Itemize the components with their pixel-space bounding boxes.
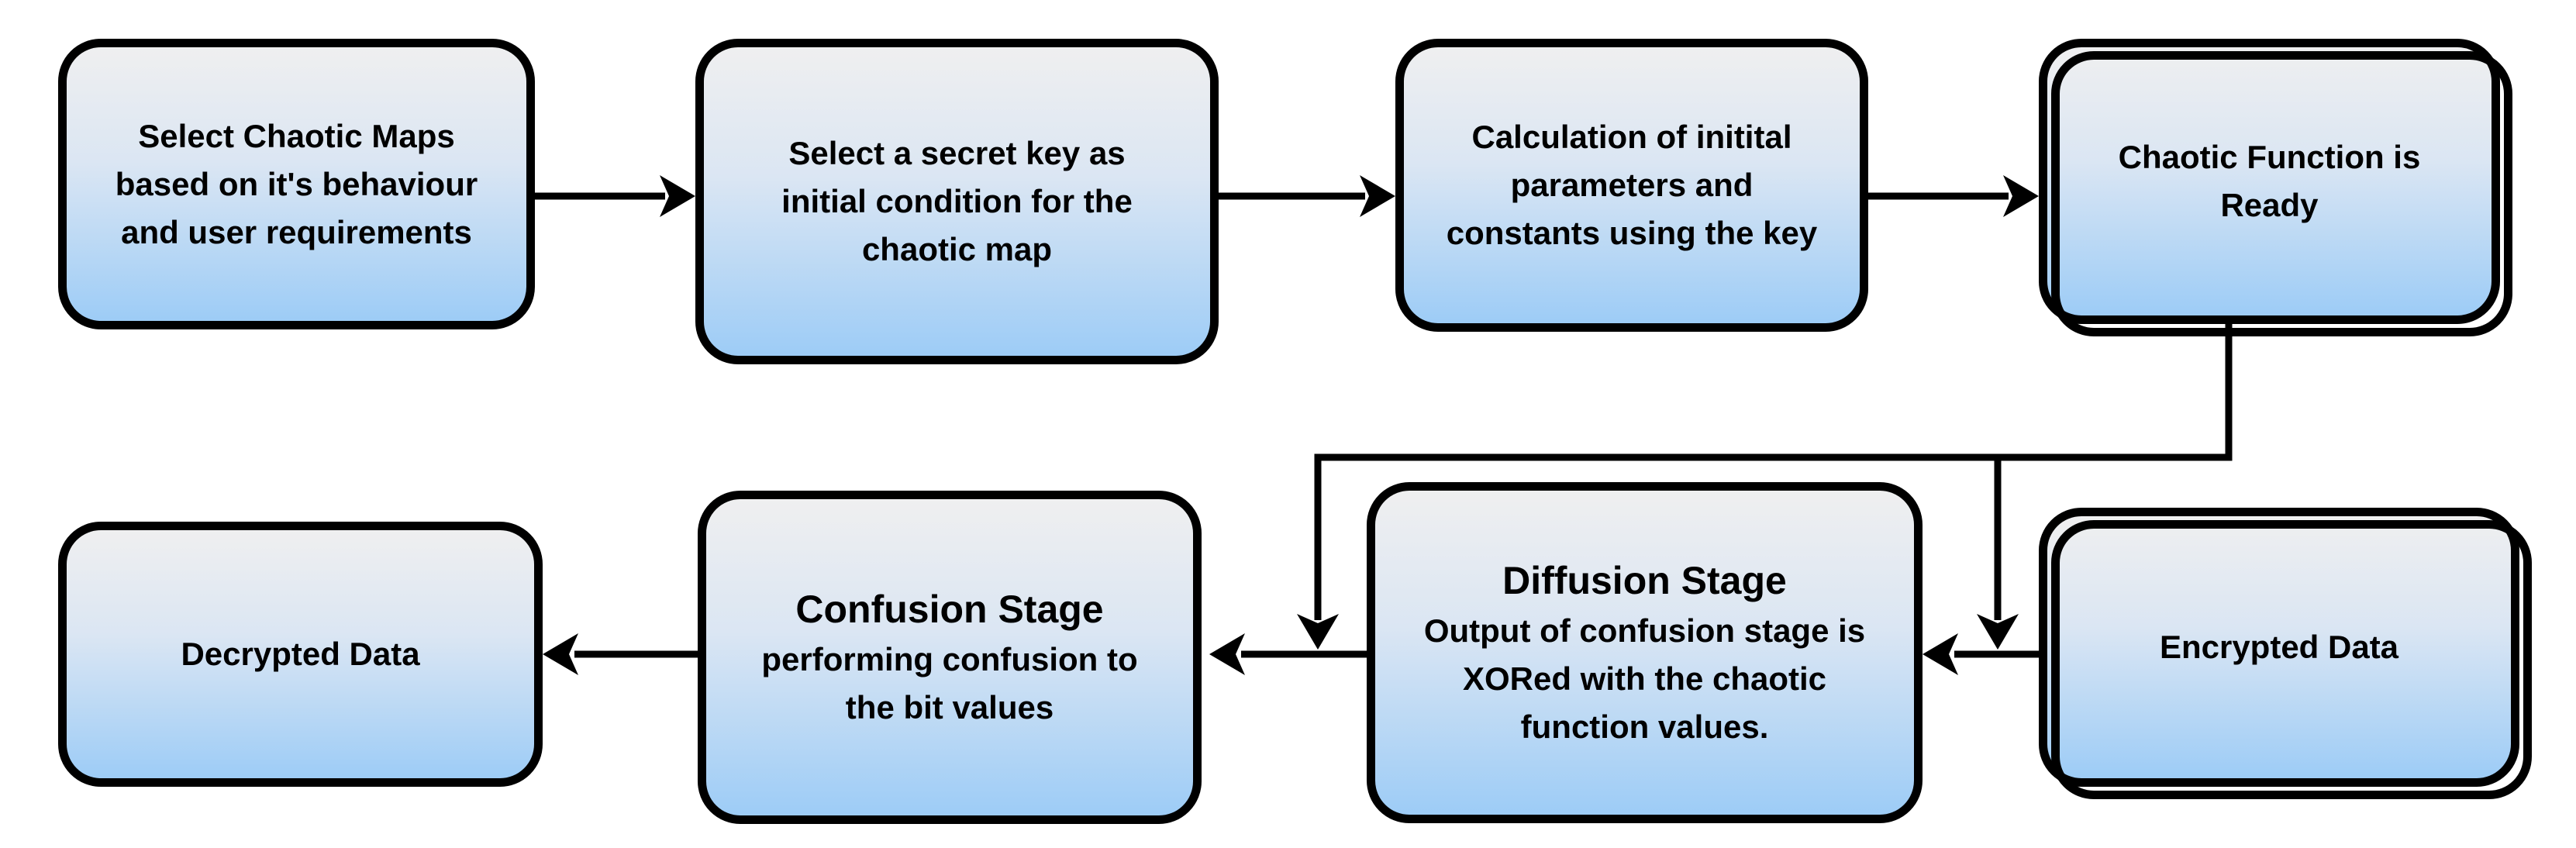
node-text-line: and user requirements [121,213,472,250]
arrowhead-down-icon [1977,614,2019,650]
node-confusion-stage: Confusion Stage performing confusion to … [698,491,1202,824]
node-text-line: Select Chaotic Maps [138,117,455,154]
node-decrypted-data: Decrypted Data [58,522,543,787]
node-text-line: Calculation of initital [1471,119,1792,155]
node-title: Confusion Stage [795,588,1104,631]
node-calculate-parameters: Calculation of initital parameters and c… [1395,39,1868,332]
node-chaotic-function-ready: Chaotic Function is Ready [2039,39,2500,324]
node-text-line: based on it's behaviour [115,165,478,202]
node-title: Diffusion Stage [1502,559,1787,602]
node-text-line: constants using the key [1446,215,1818,251]
node-text-line: chaotic map [861,231,1053,267]
arrowhead-right-icon [660,175,695,217]
arrowhead-right-icon [2003,175,2039,217]
node-text-line: Select a secret key as [788,135,1126,171]
arrowhead-left-icon [1923,633,1958,675]
node-text-line: Decrypted Data [181,636,420,672]
node-text-line: XORed with the chaotic [1462,660,1827,697]
node-text-line: Chaotic Function is [2118,139,2421,175]
node-text-line: Ready [2220,187,2319,223]
node-text-line: function values. [1520,708,1769,745]
node-encrypted-data: Encrypted Data [2039,508,2519,787]
node-text-line: performing confusion to [761,641,1138,677]
arrowhead-left-icon [543,633,578,675]
node-text-line: Encrypted Data [2159,629,2399,665]
node-text-line: parameters and [1510,167,1754,203]
node-select-chaotic-maps: Select Chaotic Maps based on it's behavi… [58,39,535,329]
arrowhead-left-icon [1209,633,1245,675]
node-text-line: the bit values [845,689,1054,726]
arrowhead-right-icon [1360,175,1395,217]
arrowhead-down-icon [1297,614,1339,650]
node-select-secret-key: Select a secret key as initial condition… [695,39,1219,364]
node-diffusion-stage: Diffusion Stage Output of confusion stag… [1367,482,1923,823]
node-text-line: Output of confusion stage is [1423,612,1866,649]
node-text-line: initial condition for the [781,183,1133,219]
connector-function-branch [1314,324,2233,620]
